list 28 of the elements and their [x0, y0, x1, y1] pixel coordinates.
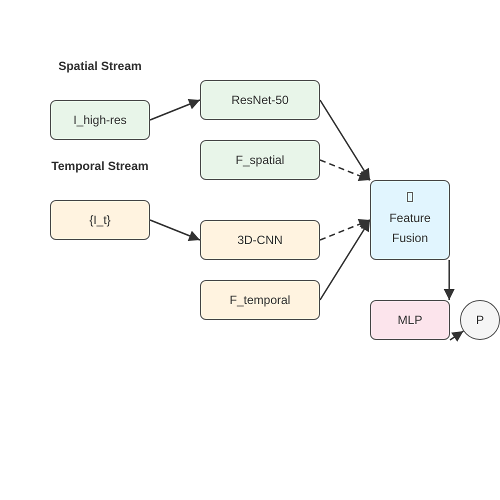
process-box [200, 280, 320, 320]
process-box [50, 100, 150, 140]
section-heading: Temporal Stream [51, 159, 149, 173]
arrow [444, 260, 455, 300]
node-label: 3D-CNN [237, 232, 283, 249]
process-box [370, 300, 450, 340]
node-label: F_temporal [230, 292, 290, 309]
node-label: ResNet-50 [231, 92, 289, 109]
arrow [319, 220, 371, 300]
arrow [150, 219, 200, 242]
node-label: P [476, 312, 484, 329]
process-box [200, 220, 320, 260]
node-label: {I_t} [89, 212, 111, 229]
node-label: I_high-res [73, 112, 127, 129]
fusion-box [370, 180, 450, 260]
output-circle [460, 300, 500, 340]
arrow [320, 218, 370, 241]
process-box [200, 80, 320, 120]
node-label: MLP [398, 312, 422, 329]
arrow [150, 98, 200, 121]
section-heading: Spatial Stream [58, 59, 142, 73]
node-label: F_spatial [236, 152, 284, 169]
arrow [450, 330, 464, 342]
process-box [200, 140, 320, 180]
node-label: Feature Fusion [388, 210, 432, 247]
process-box [50, 200, 150, 240]
arrow [320, 159, 370, 182]
arrow [319, 100, 371, 180]
